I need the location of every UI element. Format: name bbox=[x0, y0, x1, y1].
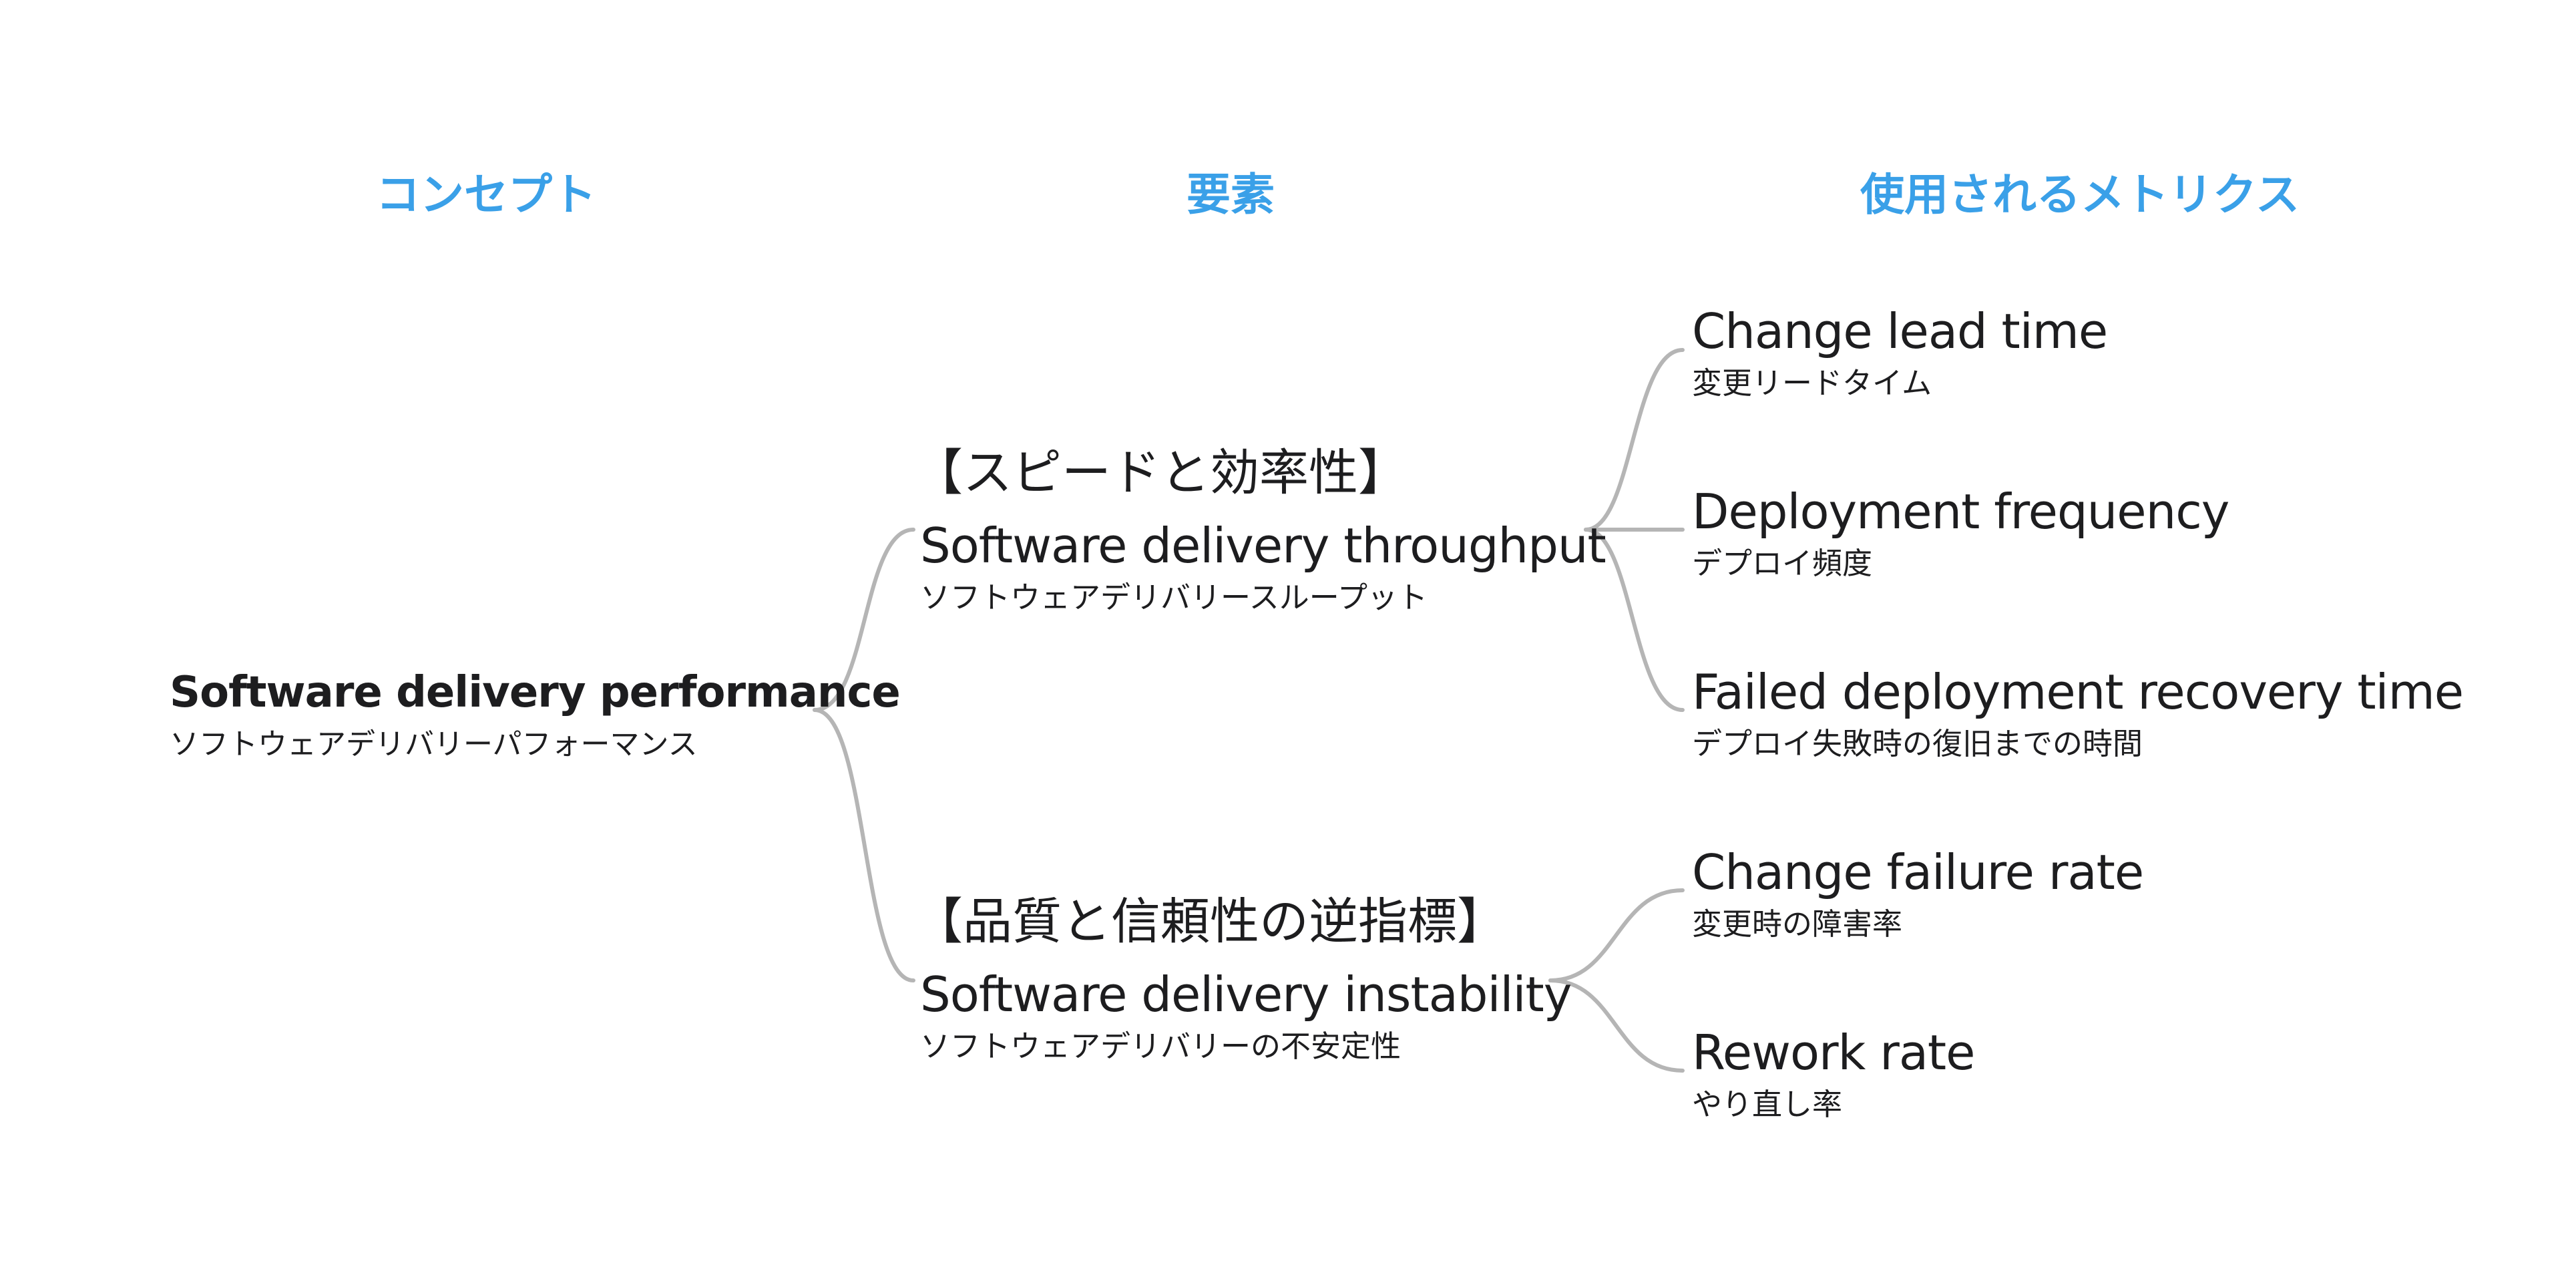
connector-throughput-to-lead-time bbox=[1584, 348, 1685, 532]
metric-title: Change lead time bbox=[1692, 303, 2108, 359]
element-title: Software delivery throughput bbox=[920, 518, 1606, 574]
concept-node: Software delivery performance ソフトウェアデリバリ… bbox=[170, 663, 901, 765]
connector-concept-to-instability bbox=[813, 708, 915, 982]
connector-throughput-to-recovery-time bbox=[1584, 528, 1685, 712]
metric-subtitle: 変更リードタイム bbox=[1692, 365, 1932, 401]
element-tag-quality: 【品質と信頼性の逆指標】 bbox=[913, 893, 1506, 950]
connector-concept-to-throughput bbox=[813, 528, 915, 712]
element-node-throughput: Software delivery throughput ソフトウェアデリバリー… bbox=[920, 516, 1606, 618]
element-subtitle: ソフトウェアデリバリーの不安定性 bbox=[920, 1029, 1402, 1064]
metric-node-lead-time: Change lead time 変更リードタイム bbox=[1692, 302, 2108, 403]
metric-title: Change failure rate bbox=[1692, 844, 2144, 900]
element-subtitle: ソフトウェアデリバリースループット bbox=[920, 580, 1428, 615]
column-header-concept: コンセプト bbox=[376, 169, 596, 220]
metric-node-recovery-time: Failed deployment recovery time デプロイ失敗時の… bbox=[1692, 663, 2464, 764]
metric-subtitle: 変更時の障害率 bbox=[1692, 906, 1903, 942]
concept-subtitle: ソフトウェアデリバリーパフォーマンス bbox=[170, 727, 698, 761]
connector-instability-to-rework-rate bbox=[1548, 978, 1685, 1073]
metric-node-failure-rate: Change failure rate 変更時の障害率 bbox=[1692, 843, 2144, 944]
metric-node-rework-rate: Rework rate やり直し率 bbox=[1692, 1023, 1975, 1125]
metric-title: Deployment frequency bbox=[1692, 484, 2229, 540]
column-header-element: 要素 bbox=[1187, 169, 1275, 220]
metric-subtitle: やり直し率 bbox=[1692, 1087, 1843, 1122]
metric-subtitle: デプロイ失敗時の復旧までの時間 bbox=[1692, 726, 2143, 761]
metric-node-deploy-frequency: Deployment frequency デプロイ頻度 bbox=[1692, 482, 2229, 584]
element-node-instability: Software delivery instability ソフトウェアデリバリ… bbox=[920, 965, 1572, 1067]
element-tag-speed: 【スピードと効率性】 bbox=[913, 444, 1408, 502]
metric-title: Rework rate bbox=[1692, 1025, 1975, 1081]
concept-title: Software delivery performance bbox=[170, 668, 901, 717]
connector-instability-to-failure-rate bbox=[1548, 888, 1685, 982]
column-header-metrics: 使用されるメトリクス bbox=[1860, 169, 2300, 220]
element-title: Software delivery instability bbox=[920, 966, 1572, 1023]
metric-subtitle: デプロイ頻度 bbox=[1692, 546, 1873, 581]
metric-title: Failed deployment recovery time bbox=[1692, 664, 2464, 720]
